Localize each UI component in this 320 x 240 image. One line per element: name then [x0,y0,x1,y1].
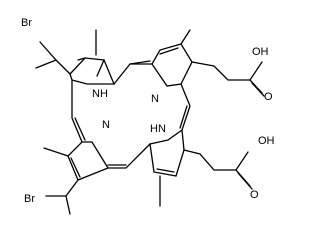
n-label-top-right: N [151,93,159,105]
nh-label-top-left: NH [92,88,108,100]
bromine-label-bottom: Br [24,193,35,205]
hydroxyl-label-top: OH [252,46,269,58]
carbonyl-oxygen-label-top: O [264,91,273,103]
porphyrin-structure-diagram: Br Br NH N N HN OH O OH O [21,17,275,215]
bromine-label-top: Br [21,17,32,29]
bond-lines [35,29,265,215]
hn-label-bottom-right: HN [150,123,166,135]
n-label-bottom-left: N [102,119,110,131]
hydroxyl-label-bottom: OH [258,135,275,147]
atom-labels: Br Br NH N N HN OH O OH O [21,17,275,205]
carbonyl-oxygen-label-bottom: O [250,189,259,201]
